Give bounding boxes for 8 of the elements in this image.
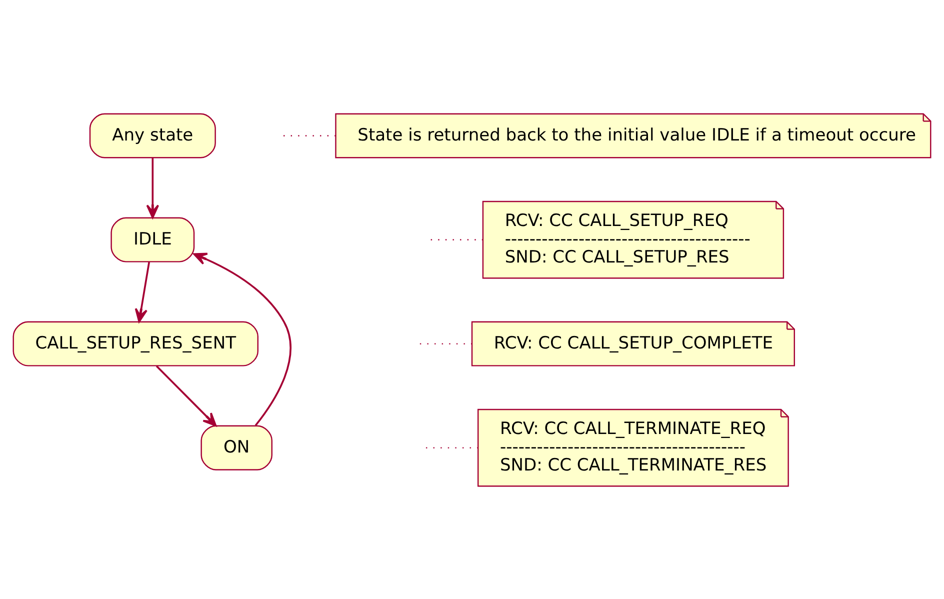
arrow — [193, 252, 292, 426]
arrow — [156, 364, 217, 426]
arrow — [134, 261, 150, 322]
arrow — [146, 158, 160, 218]
node-box: IDLE — [110, 216, 195, 262]
node-box: Any state — [89, 112, 216, 158]
node-box: CALL_SETUP_RES_SENT — [12, 320, 258, 366]
node-box: ON — [200, 424, 272, 470]
